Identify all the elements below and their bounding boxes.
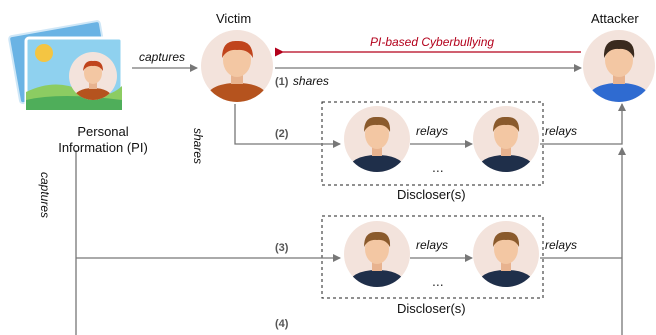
discloser-avatar [344,221,410,287]
pi-label-line1: Personal [77,124,129,139]
arrow-relays-1b [540,103,626,145]
personal-information-label: Personal Information (PI) [48,124,158,156]
relays-label: relays [545,124,578,138]
arrow-shares-2 [234,104,341,148]
captures-top-label: captures [139,50,186,64]
captures-side-label: captures [38,172,52,219]
step-2-label: (2) [275,128,289,140]
victim-label: Victim [216,11,252,26]
discloser-group-label-1: Discloser(s) [397,187,466,202]
ellipsis: ... [432,273,444,289]
relays-label: relays [545,238,578,252]
personal-information-photo-icon [8,20,124,112]
victim-avatar [201,30,273,102]
shares-vertical-label: shares [191,128,205,165]
step-1-shares-text: shares [292,74,329,88]
step-3-label: (3) [275,242,289,254]
step-4-label: (4) [275,318,289,330]
ellipsis: ... [432,159,444,175]
discloser-group-box-2 [321,215,544,299]
cyberbullying-label: PI-based Cyberbullying [370,35,495,49]
discloser-avatar [344,106,410,172]
discloser-avatar [473,221,539,287]
step-1-number: (1) [275,76,289,88]
attacker-label: Attacker [591,11,639,26]
relays-label: relays [416,124,449,138]
discloser-group-label-2: Discloser(s) [397,301,466,316]
step-1-label: (1) shares [275,72,329,90]
pi-label-line2: Information (PI) [58,140,148,155]
relays-label: relays [416,238,449,252]
attacker-avatar [583,30,655,102]
discloser-avatar [473,106,539,172]
